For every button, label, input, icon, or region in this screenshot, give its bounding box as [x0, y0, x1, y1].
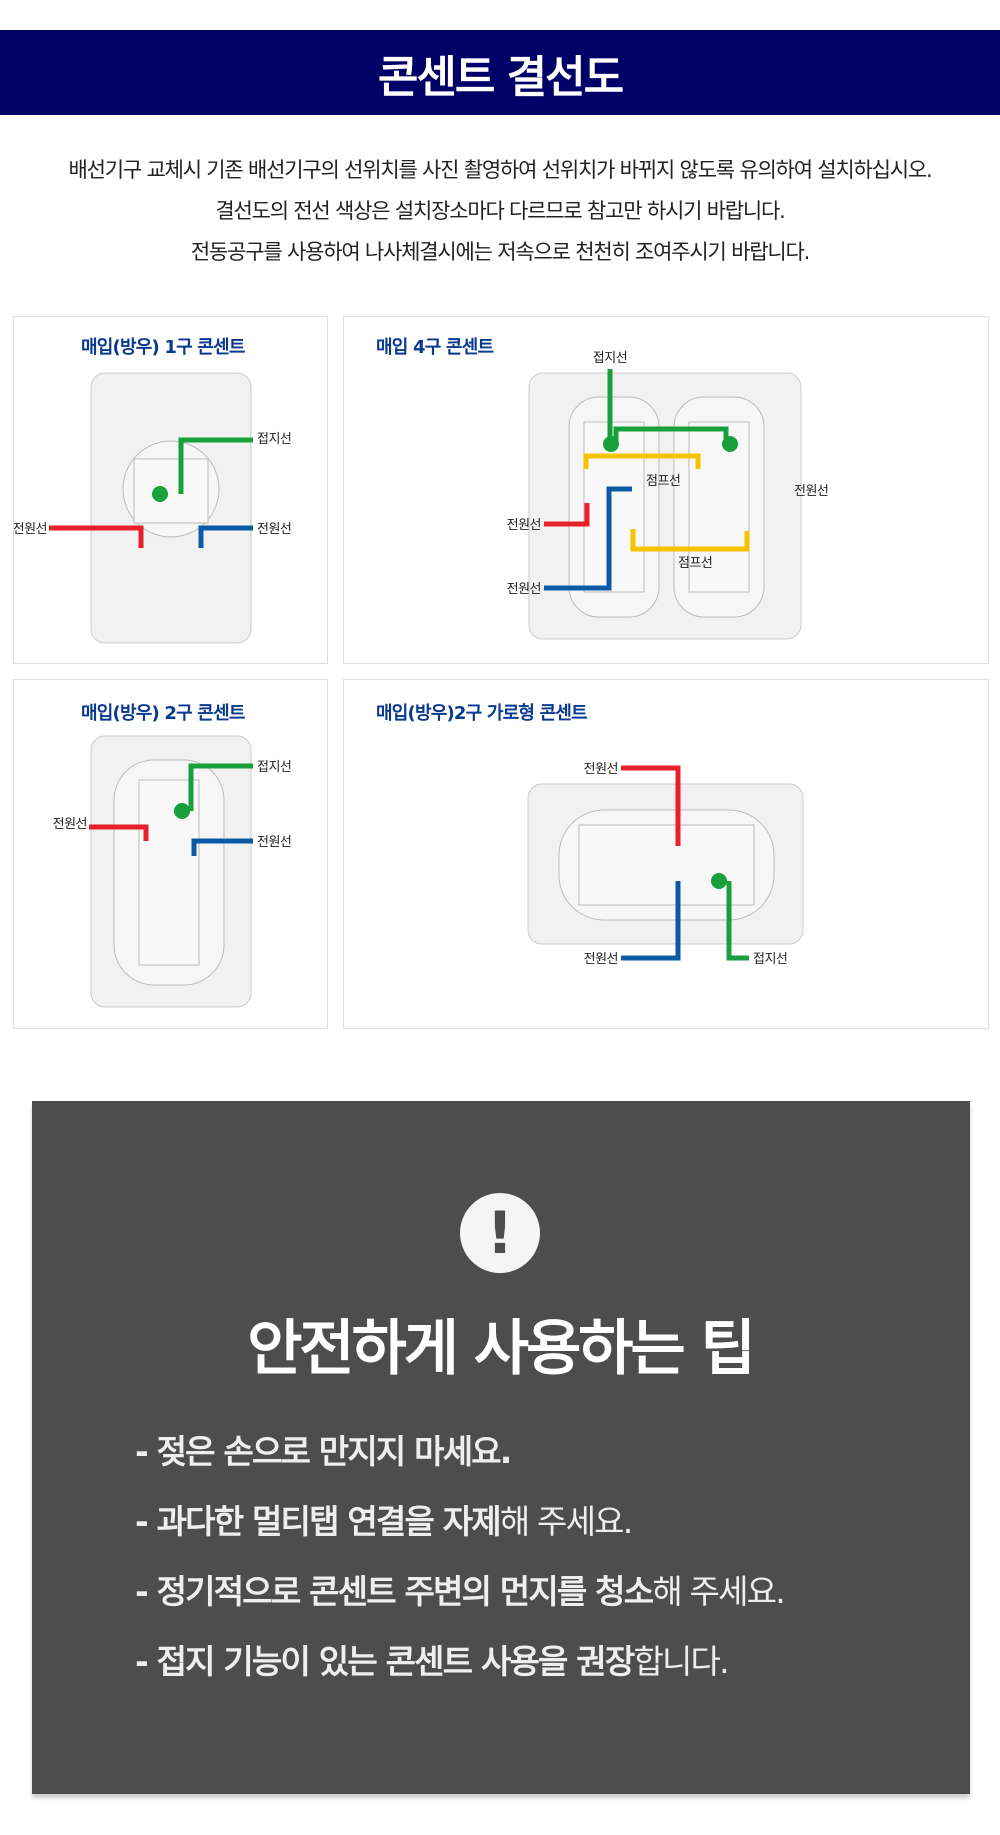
diagram-title: 매입(방우) 2구 콘센트: [81, 703, 245, 724]
power-wire-red: [544, 503, 590, 527]
tip-item: - 젖은 손으로 만지지 마세요.: [135, 1425, 512, 1473]
ground-symbol-icon: [711, 873, 727, 889]
tip-bold: - 젖은 손으로 만지지 마세요.: [135, 1432, 512, 1471]
ground-symbol-icon: [174, 803, 190, 819]
ground-wire: [726, 881, 749, 961]
power-wire-blue: [191, 838, 253, 856]
install-notes: 배선기구 교체시 기존 배선기구의 선위치를 사진 촬영하여 선위치가 바뀌지 …: [0, 150, 1000, 273]
label-ground: 접지선: [753, 952, 787, 967]
power-wire-blue: [198, 525, 253, 548]
diagram-panel-2gang: 매입(방우) 2구 콘센트 접지선 전원선 전원선: [13, 679, 328, 1029]
socket-body: [133, 458, 209, 524]
label-jumper-top: 점프선: [646, 474, 680, 489]
power-wire-red: [621, 765, 681, 846]
power-wire-red: [89, 824, 149, 841]
diagram-panel-4gang: 매입 4구 콘센트 접지선 점프선 점프선 전원선 전원선 전원선: [343, 316, 989, 664]
label-power-left: 전원선: [14, 522, 47, 537]
label-power-left: 전원선: [53, 817, 87, 832]
tip-bold: - 접지 기능이 있는 콘센트 사용을 권장: [135, 1642, 635, 1681]
exclamation-icon: !: [460, 1193, 540, 1273]
wiring-diagram: 전원선 전원선 접지선: [527, 762, 804, 967]
ground-wire: [178, 437, 253, 494]
label-power-right: 전원선: [257, 835, 291, 850]
label-jumper-bottom: 점프선: [678, 556, 712, 571]
label-power-red: 전원선: [507, 518, 541, 533]
note-line: 배선기구 교체시 기존 배선기구의 선위치를 사진 촬영하여 선위치가 바뀌지 …: [68, 158, 933, 182]
label-power-blue: 전원선: [507, 582, 541, 597]
tip-item: - 과다한 멀티탭 연결을 자제해 주세요.: [135, 1495, 633, 1543]
tips-heading: 안전하게 사용하는 팁: [247, 1314, 756, 1384]
label-ground: 접지선: [593, 351, 627, 366]
label-power-right: 전원선: [257, 522, 291, 537]
note-line: 전동공구를 사용하여 나사체결시에는 저속으로 천천히 조여주시기 바랍니다.: [190, 240, 810, 264]
title-banner: 콘센트 결선도: [0, 30, 1000, 115]
tip-item: - 접지 기능이 있는 콘센트 사용을 권장합니다.: [135, 1635, 730, 1683]
label-ground: 접지선: [257, 760, 291, 775]
jumper-wire-top: [583, 453, 701, 469]
diagram-title: 매입 4구 콘센트: [376, 337, 494, 358]
tip-regular: 해 주세요.: [652, 1572, 785, 1611]
tip-regular: 해 주세요.: [499, 1502, 633, 1541]
socket-body: [578, 824, 755, 906]
power-wire-blue: [621, 881, 681, 961]
ground-wire: [188, 763, 253, 811]
wiring-diagram: 접지선 점프선 점프선 전원선 전원선 전원선: [507, 351, 829, 640]
tip-regular: 합니다.: [633, 1642, 729, 1681]
socket-body: [688, 421, 750, 593]
jumper-wire-bottom: [630, 529, 750, 552]
label-power-bottom: 전원선: [584, 952, 618, 967]
ground-symbol-icon: [152, 486, 168, 502]
tip-bold: - 과다한 멀티탭 연결을 자제: [135, 1502, 502, 1541]
tip-bold: - 정기적으로 콘센트 주변의 먼지를 청소: [135, 1572, 654, 1611]
wiring-diagram: 접지선 전원선 전원선: [14, 372, 292, 644]
diagram-title: 매입(방우) 1구 콘센트: [81, 337, 245, 358]
note-line: 결선도의 전선 색상은 설치장소마다 다르므로 참고만 하시기 바랍니다.: [215, 199, 785, 223]
label-ground: 접지선: [257, 432, 291, 447]
label-power-right: 전원선: [794, 484, 828, 499]
diagram-panel-2gang-horizontal: 매입(방우)2구 가로형 콘센트 전원선 전원선 접지선: [343, 679, 989, 1029]
power-wire-red: [49, 525, 144, 548]
power-wire-blue: [544, 486, 632, 591]
diagram-title: 매입(방우)2구 가로형 콘센트: [376, 703, 588, 724]
tip-item: - 정기적으로 콘센트 주변의 먼지를 청소해 주세요.: [135, 1565, 786, 1613]
wiring-diagram: 접지선 전원선 전원선: [53, 735, 292, 1008]
label-power-top: 전원선: [584, 762, 618, 777]
diagram-panel-1gang: 매입(방우) 1구 콘센트 접지선 전원선 전원선: [13, 316, 328, 664]
page-title: 콘센트 결선도: [377, 51, 624, 103]
ground-wire: [607, 369, 729, 443]
